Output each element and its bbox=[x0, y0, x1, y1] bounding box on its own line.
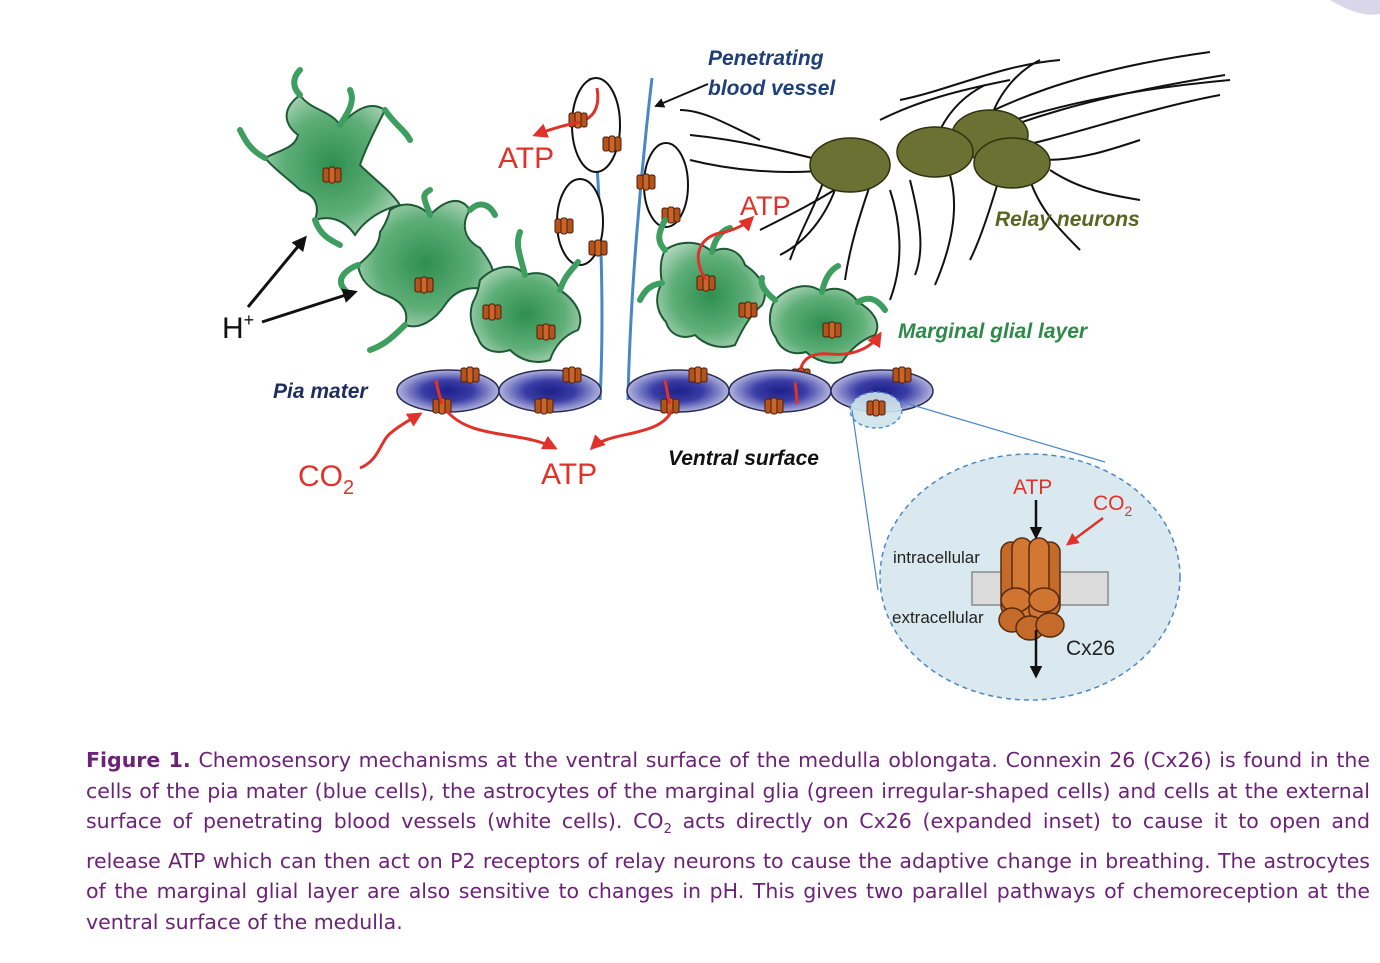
connexin-icon bbox=[322, 166, 342, 184]
atp-label-vessel: ATP bbox=[498, 142, 554, 175]
caption-text-part1: Chemosensory mechanisms at the ventral s… bbox=[86, 748, 1370, 833]
connexin-icon bbox=[414, 276, 434, 294]
connexin-icon bbox=[536, 323, 556, 341]
connexin-icon bbox=[688, 366, 708, 384]
caption-text-part2: acts directly on Cx26 (expanded inset) t… bbox=[86, 809, 1371, 934]
cx26-inset: ATP CO2 intracellular extracellular Cx26 bbox=[879, 453, 1181, 701]
connexin-icon bbox=[554, 217, 574, 235]
pia-mater-label: Pia mater bbox=[273, 380, 369, 403]
connexin-icon bbox=[822, 321, 842, 339]
relay-neurons bbox=[809, 109, 1051, 193]
inset-co2-arrow bbox=[1065, 516, 1104, 546]
atp-label-neurons: ATP bbox=[740, 191, 791, 221]
h-plus-arrow-upper bbox=[246, 235, 307, 308]
connexin-icon bbox=[460, 366, 480, 384]
extracellular-label: extracellular bbox=[892, 608, 984, 627]
astrocytes bbox=[263, 93, 879, 364]
inset-co2-label: CO2 bbox=[1093, 492, 1133, 519]
vessel-pointer-arrow bbox=[654, 83, 709, 108]
h-plus-arrow-lower bbox=[261, 288, 358, 324]
connexin-icon bbox=[866, 399, 886, 417]
atp-arrow-right bbox=[589, 409, 674, 451]
chemosensory-diagram: Relay neurons Penetrating blood vessel A… bbox=[222, 0, 1380, 701]
atp-label-bottom: ATP bbox=[541, 458, 597, 491]
figure-caption: Figure 1. Chemosensory mechanisms at the… bbox=[86, 745, 1370, 937]
connexin-icon bbox=[482, 303, 502, 321]
vessel-white-cells bbox=[556, 77, 689, 266]
connexin-icon bbox=[534, 397, 554, 415]
connexin-icon bbox=[568, 111, 588, 129]
intracellular-label: intracellular bbox=[893, 548, 980, 567]
ventral-surface-label: Ventral surface bbox=[668, 447, 819, 470]
astrocyte-cell bbox=[656, 241, 766, 348]
connexin-icon bbox=[764, 397, 784, 415]
connexin-icon bbox=[738, 301, 758, 319]
connexin-icon bbox=[562, 366, 582, 384]
connexin-icon bbox=[892, 366, 912, 384]
connexin-icon bbox=[636, 173, 656, 191]
co2-label: CO2 bbox=[298, 460, 354, 499]
atp-release-arrow-astrocyte bbox=[696, 215, 755, 281]
penetrating-label-line1: Penetrating bbox=[708, 47, 824, 70]
co2-arrow bbox=[359, 412, 423, 470]
penetrating-label-line2: blood vessel bbox=[708, 77, 836, 100]
inset-atp-label: ATP bbox=[1013, 476, 1052, 499]
corner-decoration bbox=[1330, 0, 1380, 15]
marginal-arrow bbox=[798, 331, 882, 377]
astrocyte-processes bbox=[237, 67, 888, 353]
astrocyte-cell bbox=[263, 93, 402, 237]
marginal-glial-label: Marginal glial layer bbox=[898, 320, 1089, 343]
connexin-icon bbox=[588, 239, 608, 257]
inset-connectors bbox=[851, 401, 1106, 591]
h-plus-label: H+ bbox=[222, 310, 254, 345]
atp-release-arrow-vessel bbox=[532, 120, 581, 138]
cx26-label: Cx26 bbox=[1066, 637, 1115, 660]
astrocyte-cell bbox=[356, 200, 495, 328]
caption-label: Figure 1. bbox=[86, 748, 191, 772]
atp-arrow-left bbox=[444, 409, 558, 450]
cx26-channel-icon bbox=[998, 537, 1065, 641]
connexin-icon bbox=[602, 135, 622, 153]
relay-neurons-label: Relay neurons bbox=[995, 208, 1140, 231]
caption-subscript: 2 bbox=[663, 822, 672, 838]
pia-channel-marks bbox=[434, 379, 799, 405]
